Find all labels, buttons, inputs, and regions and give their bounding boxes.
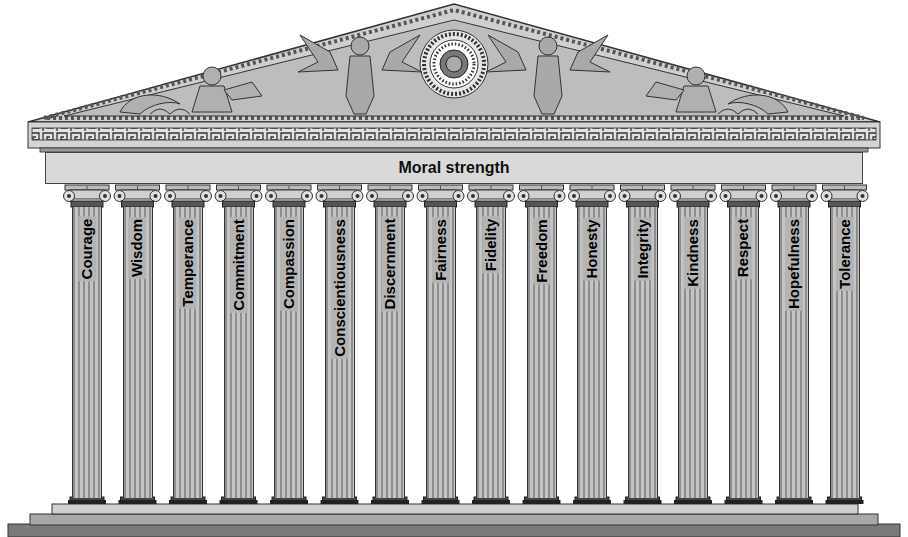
virtue-label: Commitment (230, 217, 248, 313)
virtue-label: Compassion (280, 217, 298, 311)
virtue-label: Hopefulness (785, 217, 803, 311)
column: Compassion (274, 207, 304, 498)
virtue-label: Integrity (634, 217, 652, 280)
sea-figures (120, 67, 788, 114)
column: Hopefulness (779, 207, 809, 498)
virtue-label: Courage (78, 217, 96, 282)
virtue-label: Kindness (684, 217, 702, 289)
virtue-label: Temperance (179, 217, 197, 308)
middle-step (30, 514, 878, 525)
column: Tolerance (830, 207, 860, 498)
column-capitals (64, 185, 869, 504)
virtue-label: Conscientiousness (331, 217, 349, 359)
column: Wisdom (123, 207, 153, 498)
winged-figures (298, 35, 610, 114)
tympanum (64, 20, 844, 116)
architrave-band: Moral strength (45, 152, 863, 184)
column: Respect (729, 207, 759, 498)
column: Freedom (527, 207, 557, 498)
virtue-label: Fairness (432, 217, 450, 283)
pediment-meander (44, 10, 864, 118)
column: Courage (72, 207, 102, 498)
column: Fairness (426, 207, 456, 498)
column: Conscientiousness (325, 207, 355, 498)
virtue-label: Wisdom (129, 217, 147, 279)
bottom-step (8, 524, 900, 537)
column: Discernment (375, 207, 405, 498)
column: Honesty (577, 207, 607, 498)
virtue-label: Honesty (583, 217, 601, 280)
column: Temperance (173, 207, 203, 498)
virtue-label: Tolerance (836, 217, 854, 291)
column: Fidelity (476, 207, 506, 498)
virtue-label: Fidelity (482, 217, 500, 274)
sun-medallion (420, 30, 488, 98)
column: Kindness (678, 207, 708, 498)
virtue-label: Respect (735, 217, 753, 279)
virtue-label: Discernment (381, 217, 399, 312)
stylobate (52, 504, 858, 514)
pediment (28, 4, 880, 122)
column: Integrity (628, 207, 658, 498)
column: Commitment (224, 207, 254, 498)
cornice (28, 122, 880, 148)
virtue-label: Freedom (533, 217, 551, 284)
band-title: Moral strength (398, 159, 509, 177)
meander-frieze (32, 128, 876, 140)
